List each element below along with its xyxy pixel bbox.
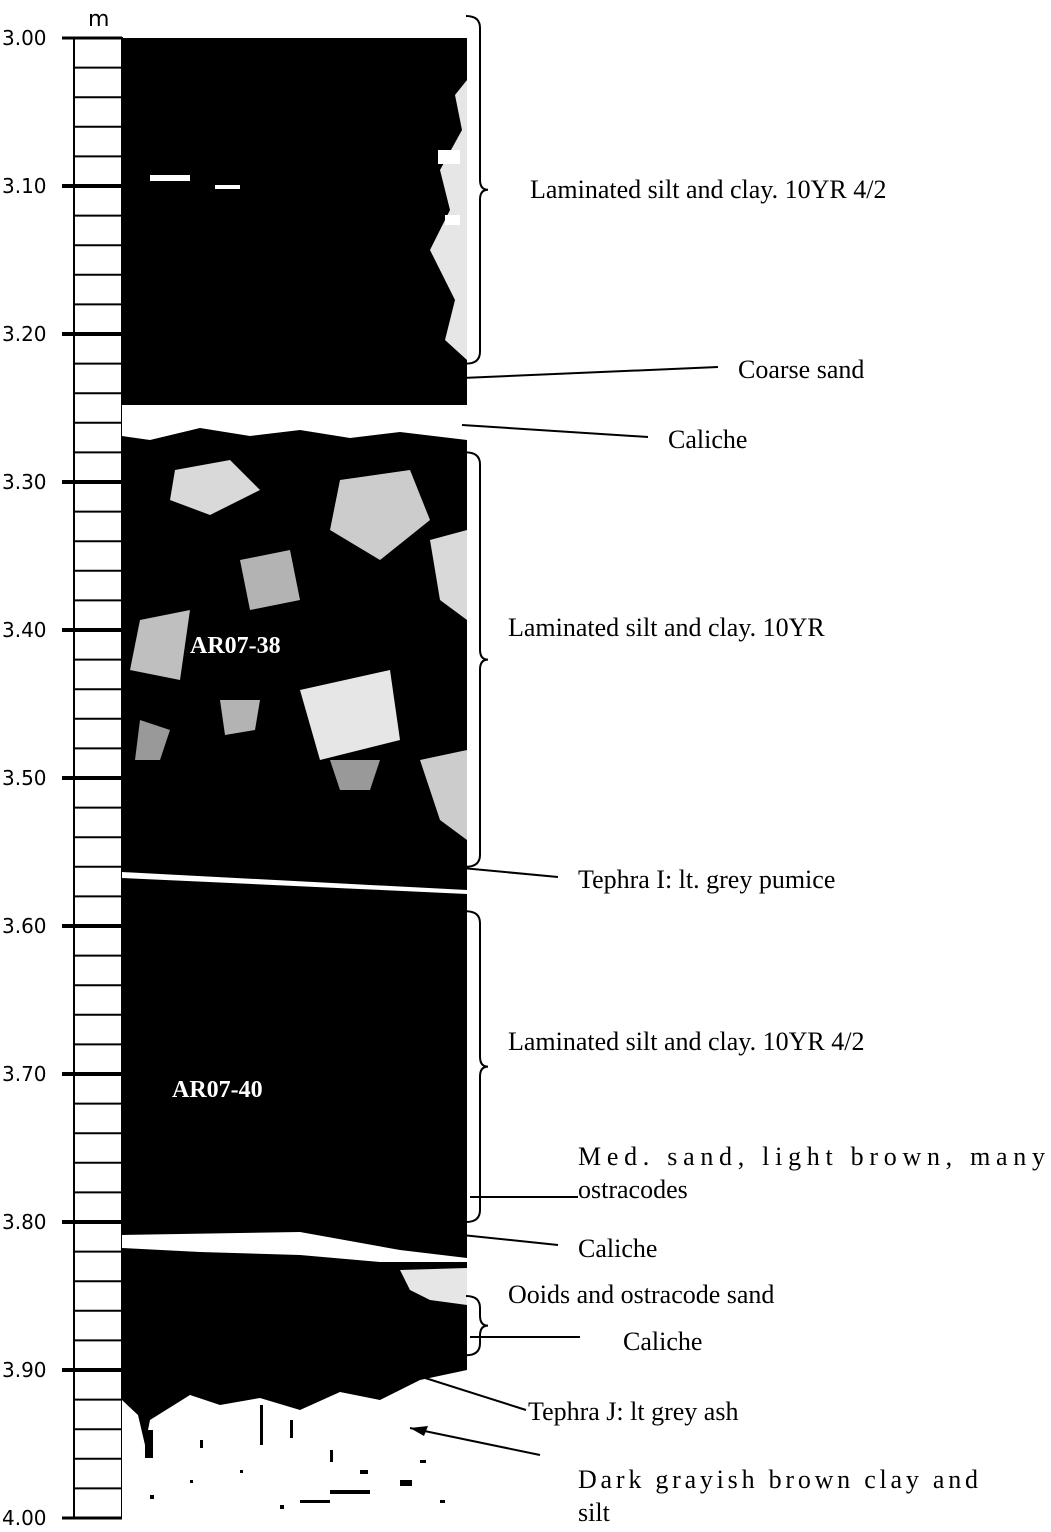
annotation-label: Med. sand, light brown, many bbox=[578, 1142, 1045, 1171]
depth-tick-label: 4.00 bbox=[2, 1506, 47, 1530]
annotation-label: Tephra J: lt grey ash bbox=[528, 1397, 738, 1426]
depth-tick-label: 3.30 bbox=[2, 470, 47, 494]
annotation-label: Ooids and ostracode sand bbox=[508, 1280, 774, 1309]
depth-tick-label: 3.50 bbox=[2, 766, 47, 790]
annotation-label-line2: ostracodes bbox=[578, 1175, 688, 1204]
depth-unit-label: m bbox=[88, 7, 109, 32]
sample-label: AR07-40 bbox=[172, 1077, 263, 1103]
annotation-label-line2: silt bbox=[578, 1498, 611, 1527]
depth-tick-label: 3.00 bbox=[2, 26, 47, 50]
annotation-label: Caliche bbox=[578, 1234, 657, 1263]
annotation-label: Laminated silt and clay. 10YR 4/2 bbox=[530, 175, 886, 204]
annotation-bracket bbox=[465, 1295, 489, 1357]
annotation-label: Caliche bbox=[668, 425, 747, 454]
sample-label: AR07-38 bbox=[190, 633, 281, 659]
core-column bbox=[122, 38, 467, 1518]
leader-line bbox=[461, 366, 719, 379]
annotation-label: Laminated silt and clay. 10YR bbox=[508, 613, 825, 642]
depth-tick-label: 3.70 bbox=[2, 1062, 47, 1086]
depth-tick-label: 3.20 bbox=[2, 322, 47, 346]
annotations: Laminated silt and clay. 10YR 4/2Coarse … bbox=[399, 15, 1045, 1527]
core-bottom-speckle bbox=[122, 1340, 467, 1509]
annotation-label: Dark grayish brown clay and bbox=[578, 1465, 978, 1494]
leader-line bbox=[399, 1369, 527, 1411]
core-texture bbox=[122, 38, 467, 1532]
leader-line bbox=[461, 1234, 559, 1246]
annotation-bracket bbox=[465, 910, 489, 1223]
depth-scale: 3.00 3.10 3.20 3.30 3.40 3.50 3.60 3.70 3.80 3.90… bbox=[2, 26, 123, 1530]
annotation-label: Tephra I: lt. grey pumice bbox=[578, 865, 835, 894]
depth-tick-label: 3.40 bbox=[2, 618, 47, 642]
annotation-label: Caliche bbox=[623, 1327, 702, 1356]
annotation-label: Coarse sand bbox=[738, 355, 864, 384]
annotation-bracket bbox=[465, 15, 489, 365]
leader-line bbox=[409, 1427, 541, 1456]
arrow-head bbox=[410, 1426, 428, 1436]
depth-tick-label: 3.90 bbox=[2, 1358, 47, 1382]
leader-line bbox=[461, 424, 649, 438]
annotation-label: Laminated silt and clay. 10YR 4/2 bbox=[508, 1027, 864, 1056]
depth-tick-label: 3.10 bbox=[2, 174, 47, 198]
depth-tick-label: 3.80 bbox=[2, 1210, 47, 1234]
leader-line bbox=[461, 867, 559, 878]
annotation-bracket bbox=[465, 451, 489, 868]
depth-tick-label: 3.60 bbox=[2, 914, 47, 938]
core-photo bbox=[122, 38, 467, 1532]
